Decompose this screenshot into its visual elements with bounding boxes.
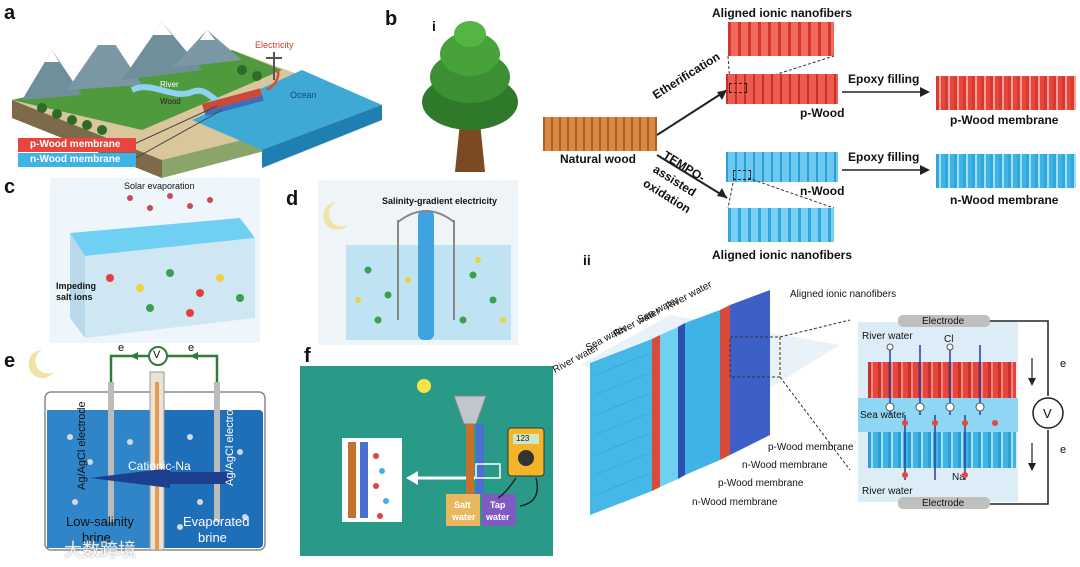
n-wood-block [726, 152, 838, 182]
detail-n-layer [868, 432, 1016, 468]
tap-water-label-2: water [486, 512, 510, 522]
river-label: River [160, 80, 179, 89]
legend-n-wood-text: n-Wood membrane [30, 154, 121, 165]
impeding-label-1: Impeding [56, 281, 96, 291]
cationic-na-label: Cationic-Na [128, 459, 191, 473]
panel-b-label: b [385, 8, 398, 30]
n-wood-membrane-label: n-Wood membrane [950, 193, 1059, 207]
panel-a-label: a [4, 2, 16, 24]
zoom-lines-bottom [727, 177, 835, 209]
electricity-label: Electricity [255, 40, 294, 50]
panel-a-landscape-illustration [12, 22, 382, 178]
ion-flow-arrows [885, 343, 998, 480]
meter-reading: 123 [516, 434, 530, 443]
ag-electrode-right-label: Ag/AgCl electrode [224, 397, 236, 486]
electrode-cell-illustration [28, 346, 266, 551]
salt-water-label-2: water [452, 512, 476, 522]
low-salinity-label-1: Low-salinity [66, 514, 134, 529]
low-salinity-label-2: brine [82, 530, 111, 545]
natural-wood-label: Natural wood [560, 152, 637, 166]
branch-arrows [656, 89, 728, 199]
electron-ii-bottom: e [1060, 444, 1067, 456]
stack-membrane-label-2: n-Wood membrane [742, 460, 828, 471]
p-wood-membrane-image [936, 76, 1076, 110]
external-circuit [990, 320, 1064, 505]
panel-d-label: d [286, 188, 299, 210]
aligned-nanofibers-top-label: Aligned ionic nanofibers [712, 6, 853, 20]
epoxy-filling-top-label: Epoxy filling [848, 72, 920, 86]
legend-p-wood [18, 138, 136, 152]
electrode-top-label: Electrode [922, 316, 965, 327]
electron-e-left: e [118, 342, 125, 354]
n-wood-label: n-Wood [800, 184, 845, 198]
detail-p-layer [868, 362, 1016, 398]
electron-e-right: e [188, 342, 195, 354]
panel-c-label: c [4, 176, 16, 198]
panel-f-label: f [304, 345, 311, 367]
evaporated-brine-label-1: Evaporated [183, 514, 250, 529]
electrode-bottom-bar [898, 497, 990, 509]
impeding-label-2: salt ions [56, 292, 93, 302]
p-wood-zoom-box [729, 83, 747, 93]
wood-label: Wood [160, 97, 181, 106]
aligned-nanofibers-top-image [728, 22, 834, 56]
voltmeter-symbol-ii: V [1043, 406, 1052, 421]
ag-electrode-left-label: Ag/AgCl electrode [76, 401, 88, 490]
tree-illustration [422, 21, 518, 172]
epoxy-arrows [842, 87, 930, 175]
subpanel-i-label: i [432, 18, 436, 34]
p-wood-block [726, 74, 838, 104]
salinity-gradient-illustration [318, 180, 518, 345]
n-wood-membrane-image [936, 154, 1076, 188]
evaporated-brine-label-2: brine [198, 530, 227, 545]
electrode-top-bar [898, 315, 990, 327]
tap-water-label-1: Tap [490, 500, 506, 510]
legend-p-wood-text: p-Wood membrane [30, 139, 121, 150]
salt-water-label-1: Salt [454, 500, 471, 510]
detail-sea-label: Sea water [860, 410, 906, 421]
sodium-ion-label: Na [952, 472, 965, 483]
epoxy-filling-bottom-label: Epoxy filling [848, 150, 920, 164]
stack-membrane-label-1: p-Wood membrane [768, 442, 854, 453]
stack-membrane-label-3: p-Wood membrane [718, 478, 804, 489]
p-wood-membrane-label: p-Wood membrane [950, 113, 1059, 127]
subpanel-ii-label: ii [583, 252, 591, 268]
membrane-stack-illustration [580, 290, 851, 515]
voltmeter-symbol-e: V [153, 349, 161, 361]
chloride-ion-label: Cl [944, 334, 954, 345]
detail-sea-layer [858, 398, 1018, 432]
solar-evaporation-illustration [50, 178, 260, 343]
aligned-nanofibers-bottom-image [728, 208, 834, 242]
natural-wood-block [543, 117, 657, 151]
stack-membrane-label-4: n-Wood membrane [692, 497, 778, 508]
panel-e-label: e [4, 350, 16, 372]
p-wood-label: p-Wood [800, 106, 845, 120]
aligned-nanofibers-ii-label: Aligned ionic nanofibers [790, 289, 897, 300]
solar-evaporation-label: Solar evaporation [124, 181, 195, 191]
watermark: 大数跨境 [64, 540, 136, 561]
detail-river-bottom-label: River water [862, 486, 913, 497]
electron-ii-top: e [1060, 358, 1067, 370]
electrode-bottom-label: Electrode [922, 498, 965, 509]
aligned-nanofibers-bottom-label: Aligned ionic nanofibers [712, 248, 853, 262]
legend-n-wood [18, 153, 136, 167]
detail-river-top-label: River water [862, 331, 913, 342]
salinity-gradient-label: Salinity-gradient electricity [382, 196, 498, 206]
desalination-device-illustration [300, 366, 553, 556]
n-wood-zoom-box [733, 170, 751, 180]
ocean-label: Ocean [290, 90, 317, 100]
